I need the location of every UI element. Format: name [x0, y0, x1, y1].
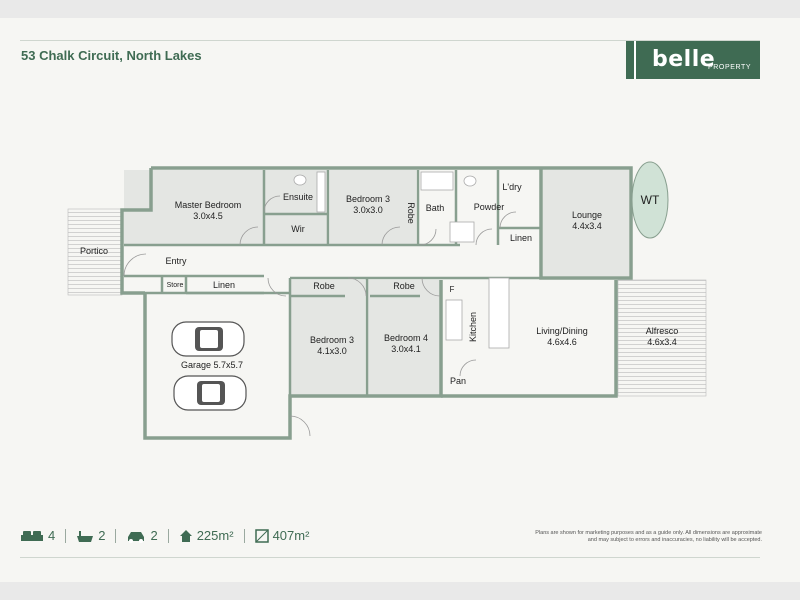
fixtures [293, 171, 510, 349]
powder-label: Powder [474, 202, 505, 212]
bedrooms-count: 4 [48, 528, 56, 543]
stat-divider [243, 528, 245, 543]
car-icon [128, 531, 145, 543]
robe-b4-label: Robe [393, 281, 415, 291]
brand-name: belle [652, 47, 716, 72]
header-divider [20, 40, 760, 41]
bedroom3b-label: Bedroom 3 [310, 335, 354, 345]
kitchen-label: Kitchen [468, 312, 478, 342]
door-swings [123, 195, 517, 437]
lounge-size: 4.4x3.4 [572, 221, 602, 231]
house-area-stat: 225m² [179, 528, 234, 543]
interior-walls [124, 170, 616, 438]
alfresco-label: Alfresco [646, 326, 679, 336]
living-dining-label: Living/Dining [536, 326, 588, 336]
land-area-value: 407m² [272, 528, 310, 543]
property-address: 53 Chalk Circuit, North Lakes [21, 48, 202, 63]
footer-divider [20, 557, 760, 558]
brand-logo: belle PROPERTY [626, 41, 760, 79]
house-area-value: 225m² [196, 528, 234, 543]
land-area-stat: 407m² [254, 528, 310, 543]
alfresco-deck [617, 279, 707, 397]
cars-count: 2 [150, 528, 158, 543]
bedroom3a-label: Bedroom 3 [346, 194, 390, 204]
portico-label: Portico [80, 246, 108, 256]
bedroom4-label: Bedroom 4 [384, 333, 428, 343]
master-bedroom-size: 3.0x4.5 [193, 211, 223, 221]
bathrooms-count: 2 [98, 528, 106, 543]
wt-label: WT [641, 193, 660, 207]
garage-label: Garage 5.7x5.7 [181, 360, 243, 370]
living-dining-size: 4.6x4.6 [547, 337, 577, 347]
stat-divider [167, 528, 169, 543]
fridge-label: F [450, 285, 455, 294]
master-bedroom-label: Master Bedroom [175, 200, 242, 210]
robe-vertical-label: Robe [406, 202, 416, 224]
bed-icon [21, 530, 43, 541]
water-tank [631, 161, 669, 239]
brand-sub: PROPERTY [708, 64, 752, 71]
car-2 [173, 375, 247, 411]
portico-deck [67, 208, 123, 296]
wir-label: Wir [291, 224, 305, 234]
store-label: Store [167, 282, 184, 289]
bedrooms-stat: 4 [20, 528, 55, 543]
bedroom4-size: 3.0x4.1 [391, 344, 421, 354]
stat-divider [65, 528, 67, 543]
pantry-label: Pan [450, 376, 466, 386]
bedroom3b-size: 4.1x3.0 [317, 346, 347, 356]
logo-bar [634, 41, 636, 79]
property-stats: 4 2 2 225m² 407m² [20, 528, 309, 543]
laundry-label: L'dry [502, 182, 522, 192]
bath-icon [77, 530, 94, 542]
linen-upper-label: Linen [510, 233, 532, 243]
car-1 [171, 321, 245, 357]
lounge-label: Lounge [572, 210, 602, 220]
bath-label: Bath [426, 203, 445, 213]
bedroom3a-size: 3.0x3.0 [353, 205, 383, 215]
land-icon [254, 528, 269, 543]
stat-divider [115, 528, 117, 543]
robe-b3-label: Robe [313, 281, 335, 291]
cars-stat: 2 [126, 528, 158, 543]
bathrooms-stat: 2 [76, 528, 105, 543]
ensuite-label: Ensuite [283, 192, 313, 202]
disclaimer: Plans are shown for marketing purposes a… [535, 530, 762, 543]
alfresco-size: 4.6x3.4 [647, 337, 677, 347]
entry-label: Entry [165, 256, 187, 266]
linen-lower-label: Linen [213, 280, 235, 290]
house-icon [179, 529, 192, 542]
